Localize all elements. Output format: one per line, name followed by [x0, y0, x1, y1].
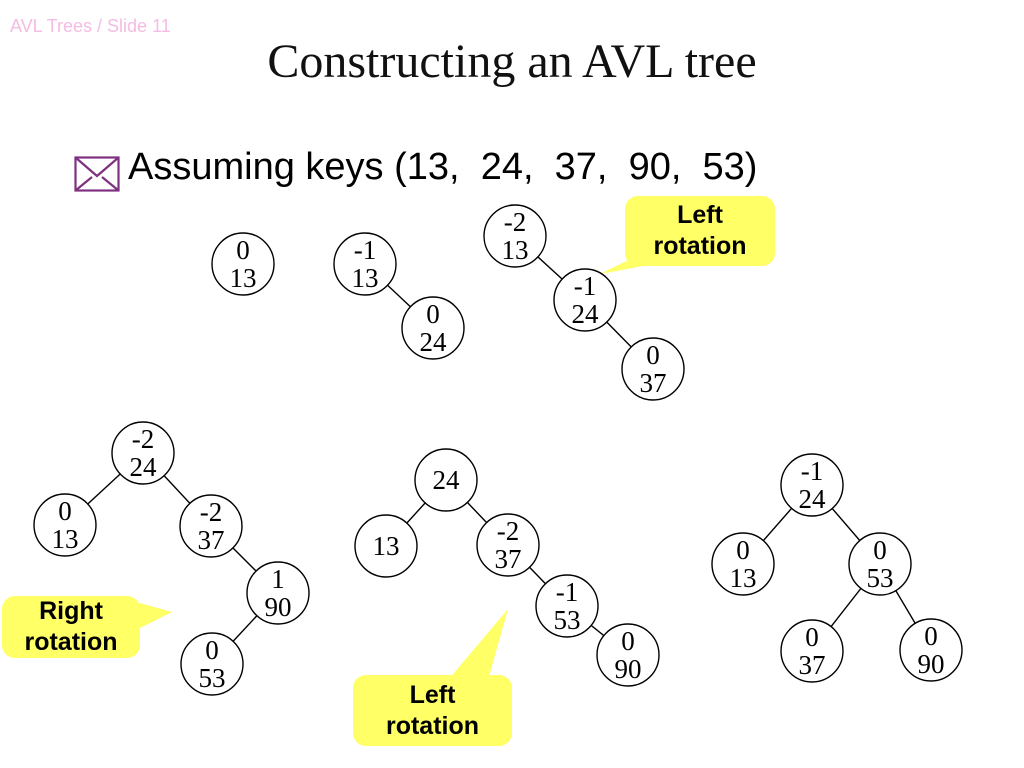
tree-node — [414, 448, 478, 512]
node-key: 13 — [352, 263, 379, 293]
node-balance-factor: 0 — [205, 635, 219, 665]
callout-tail — [136, 602, 172, 630]
tree-node — [179, 494, 243, 558]
tree-node — [780, 619, 844, 683]
tree-node — [401, 296, 465, 360]
bullet-text: Assuming keys (13, 24, 37, 90, 53) — [128, 146, 758, 188]
node-key: 13 — [52, 524, 79, 554]
node-balance-factor: -2 — [200, 497, 223, 527]
tree-node — [621, 337, 685, 401]
tree-node — [476, 513, 540, 577]
callout-left-rotation-bottom: Left rotation — [353, 675, 512, 746]
node-balance-factor: 0 — [621, 626, 635, 656]
node-key: 24 — [130, 452, 158, 482]
node-balance-factor: 0 — [805, 622, 819, 652]
node-key: 37 — [799, 650, 826, 680]
node-balance-factor: -2 — [132, 424, 155, 454]
node-balance-factor: 0 — [736, 535, 750, 565]
node-key: 53 — [554, 605, 581, 635]
node-key: 13 — [373, 531, 400, 561]
node-key: 24 — [433, 465, 461, 495]
node-key: 24 — [572, 299, 600, 329]
node-key: 13 — [230, 263, 257, 293]
callout-line: rotation — [385, 711, 480, 740]
node-key: 53 — [199, 663, 226, 693]
node-key: 24 — [799, 484, 827, 514]
tree-node — [180, 632, 244, 696]
tree-node — [211, 232, 275, 296]
node-key: 90 — [918, 649, 945, 679]
node-key: 37 — [640, 368, 667, 398]
tree-node — [333, 232, 397, 296]
node-balance-factor: -1 — [574, 271, 597, 301]
callout-tail — [448, 609, 508, 680]
tree-node — [596, 623, 660, 687]
node-balance-factor: -2 — [497, 516, 520, 546]
tree-node — [535, 574, 599, 638]
node-balance-factor: 0 — [58, 496, 72, 526]
node-key: 53 — [867, 563, 894, 593]
tree-node — [33, 493, 97, 557]
tree-node — [354, 514, 418, 578]
callout-right-rotation: Right rotation — [2, 596, 140, 658]
node-balance-factor: -1 — [801, 456, 824, 486]
tree-node — [899, 618, 963, 682]
tree-node — [553, 268, 617, 332]
callout-line: Left — [409, 680, 456, 709]
node-key: 13 — [730, 563, 757, 593]
node-key: 37 — [495, 544, 522, 574]
tree-node — [711, 532, 775, 596]
node-balance-factor: -2 — [504, 207, 527, 237]
callout-line: Right — [39, 597, 103, 625]
node-balance-factor: 0 — [426, 299, 440, 329]
tree-node — [246, 561, 310, 625]
callout-left-rotation-top: Left rotation — [625, 196, 775, 266]
node-balance-factor: -1 — [556, 577, 579, 607]
callout-line: rotation — [24, 628, 118, 656]
node-key: 37 — [198, 525, 225, 555]
node-balance-factor: 0 — [924, 621, 938, 651]
node-key: 90 — [265, 592, 292, 622]
tree-node — [483, 204, 547, 268]
node-balance-factor: 1 — [271, 564, 285, 594]
slide-header-label: AVL Trees / Slide 11 — [10, 16, 171, 36]
callout-line: rotation — [653, 232, 747, 260]
node-key: 13 — [502, 235, 529, 265]
node-balance-factor: 0 — [646, 340, 660, 370]
bullet-row: Assuming keys (13, 24, 37, 90, 53) — [74, 146, 757, 192]
tree-node — [111, 421, 175, 485]
envelope-bullet-icon — [74, 156, 120, 192]
tree-node — [780, 453, 844, 517]
node-key: 24 — [420, 327, 448, 357]
page-title: Constructing an AVL tree — [267, 35, 757, 88]
tree-node — [848, 532, 912, 596]
node-balance-factor: 0 — [873, 535, 887, 565]
callout-line: Left — [677, 201, 723, 229]
node-balance-factor: 0 — [236, 235, 250, 265]
node-balance-factor: -1 — [354, 235, 377, 265]
node-key: 90 — [615, 654, 642, 684]
